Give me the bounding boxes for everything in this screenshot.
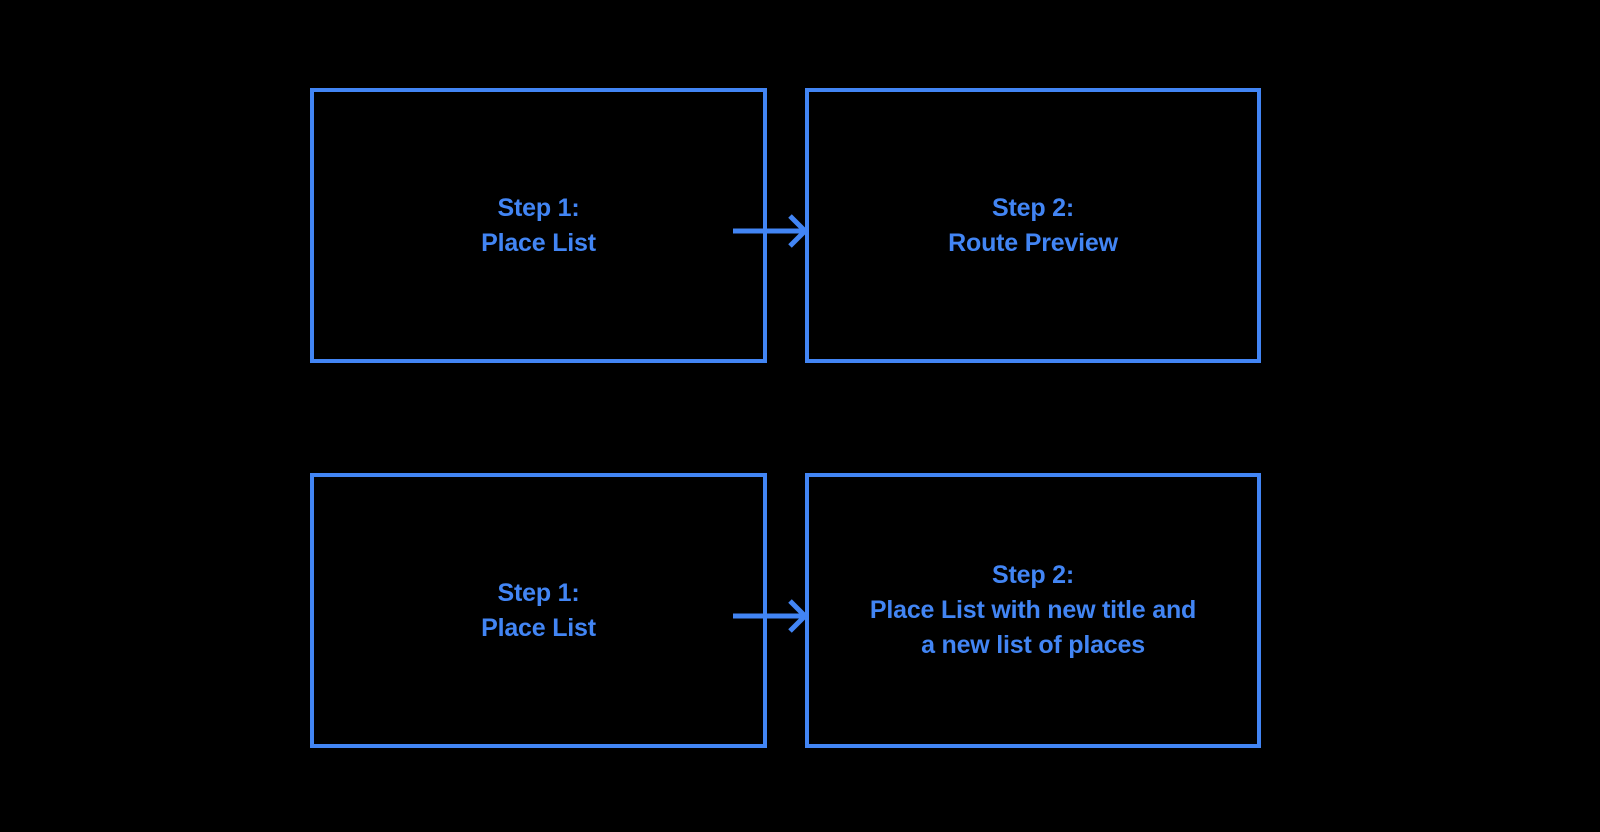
flow-row-bottom: Step 1: Place List Step 2: Place List wi… xyxy=(0,473,1600,753)
step-box-label: Step 1: Place List xyxy=(481,578,596,642)
flow-row-top: Step 1: Place List Step 2: Route Preview xyxy=(0,88,1600,368)
step-box-label: Step 2: Route Preview xyxy=(948,193,1118,257)
step-box-bottom-to[interactable]: Step 2: Place List with new title and a … xyxy=(805,473,1261,748)
step-box-top-to[interactable]: Step 2: Route Preview xyxy=(805,88,1261,363)
step-box-bottom-from[interactable]: Step 1: Place List xyxy=(310,473,767,748)
step-box-label: Step 1: Place List xyxy=(481,193,596,257)
step-box-top-from[interactable]: Step 1: Place List xyxy=(310,88,767,363)
step-box-label: Step 2: Place List with new title and a … xyxy=(869,561,1197,659)
